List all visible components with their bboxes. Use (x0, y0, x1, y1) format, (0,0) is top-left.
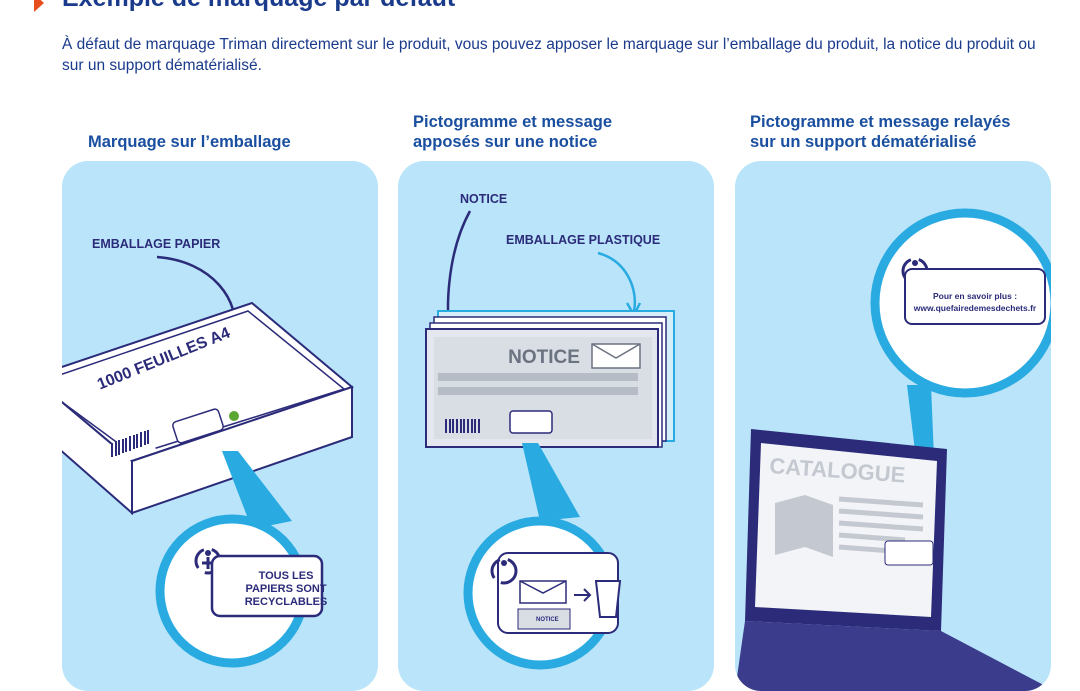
bubble-line-1: Pour en savoir plus : (933, 291, 1017, 301)
label-notice: NOTICE (460, 192, 507, 206)
small-triman-label (172, 408, 224, 444)
bubble-line-3: RECYCLABLES (245, 596, 328, 608)
notice-line-2 (438, 387, 638, 395)
screen-text-lines (838, 496, 924, 555)
paper-box (62, 301, 355, 516)
bubble-line-2: www.quefairedemesdechets.fr (913, 303, 1037, 313)
col2-title-line1: Pictogramme et message (413, 113, 613, 131)
callout-tail (222, 451, 292, 529)
bin-icon (594, 580, 622, 618)
heading-marker (34, 0, 44, 12)
laptop-base (735, 621, 1051, 691)
mini-notice-text: NOTICE (536, 617, 559, 623)
green-dot (229, 411, 239, 421)
arrow-plastic (597, 251, 637, 312)
label-emballage-papier: EMBALLAGE PAPIER (92, 237, 220, 251)
box-barcode (107, 430, 157, 466)
notice-line-1 (438, 373, 638, 381)
callout-tail (522, 443, 580, 521)
screen-info-label (884, 540, 934, 566)
col3-title-line1: Pictogramme et message relayés (750, 113, 1011, 131)
recycle-message-box (210, 554, 324, 618)
panel-digital: Pour en savoir plus : www.quefairedemesd… (735, 161, 1051, 691)
triman-icon (490, 557, 518, 585)
col2-title-line2: apposés sur une notice (413, 133, 598, 151)
mini-notice (517, 608, 571, 630)
screen-book (775, 495, 833, 557)
label-emballage-plastique: EMBALLAGE PLASTIQUE (506, 233, 660, 247)
intro-text: À défaut de marquage Triman directement … (62, 36, 1036, 74)
laptop-screen (755, 443, 937, 617)
bubble-line-1: TOUS LES (259, 570, 314, 582)
info-message-box (904, 268, 1046, 325)
panel-packaging: EMBALLAGE PAPIER 1000 FEUILLES A4 TOUS L… (62, 161, 378, 691)
col2-title: Pictogramme et message apposés sur une n… (413, 112, 612, 152)
notice-barcode (445, 419, 480, 433)
arrow-to-bin (574, 588, 592, 602)
panel-notice: NOTICE EMBALLAGE PLASTIQUE NOTICE NOTIC (398, 161, 714, 691)
col3-title-line2: sur un support dématérialisé (750, 133, 977, 151)
col1-title: Marquage sur l’emballage (88, 133, 291, 151)
col3-title: Pictogramme et message relayés sur un su… (750, 112, 1010, 152)
notice-cover-title: NOTICE (508, 347, 580, 368)
small-triman-label (509, 410, 553, 434)
page-heading: Exemple de marquage par défaut (62, 0, 455, 13)
envelope-icon (591, 343, 641, 369)
bubble-line-2: PAPIERS SONT (245, 583, 326, 595)
